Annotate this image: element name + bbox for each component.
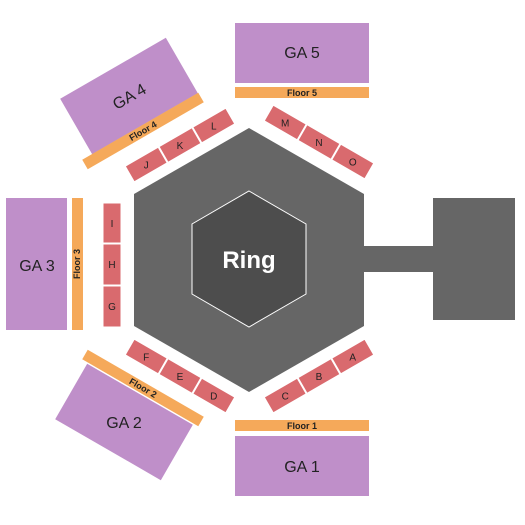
ga-1-block[interactable]: GA 1 bbox=[235, 436, 369, 496]
section-J[interactable]: J bbox=[124, 146, 168, 183]
ga-2-group: GA 2 bbox=[55, 363, 193, 481]
cba-group: C B A bbox=[263, 338, 375, 414]
jkl-group: J K L bbox=[124, 107, 236, 183]
section-F[interactable]: F bbox=[124, 338, 168, 375]
section-M-label: M bbox=[281, 119, 289, 130]
section-L-label: L bbox=[211, 122, 217, 133]
section-C[interactable]: C bbox=[263, 377, 307, 414]
ring-label: Ring bbox=[222, 247, 275, 274]
section-A[interactable]: A bbox=[331, 338, 375, 375]
floor-3-strip[interactable]: Floor 3 bbox=[72, 198, 83, 330]
section-J-label: J bbox=[144, 161, 149, 172]
section-D[interactable]: D bbox=[192, 377, 236, 414]
ga-2-block[interactable]: GA 2 bbox=[55, 363, 193, 481]
section-H[interactable]: H bbox=[102, 243, 122, 286]
mno-group: M N O bbox=[263, 104, 375, 180]
section-N-label: N bbox=[315, 138, 322, 149]
ga-4-block[interactable]: GA 4 bbox=[60, 37, 198, 155]
section-F-label: F bbox=[143, 353, 149, 364]
section-E[interactable]: E bbox=[158, 358, 202, 394]
section-E-label: E bbox=[177, 372, 184, 383]
section-L[interactable]: L bbox=[192, 107, 236, 144]
ring-hexagon[interactable] bbox=[191, 190, 307, 328]
section-O[interactable]: O bbox=[331, 143, 375, 180]
section-K[interactable]: K bbox=[158, 127, 202, 163]
floor-5-label: Floor 5 bbox=[287, 88, 317, 98]
section-A-label: A bbox=[349, 353, 356, 364]
floor-1-label: Floor 1 bbox=[287, 421, 317, 431]
ga-3-block[interactable]: GA 3 bbox=[6, 198, 67, 330]
floor-1-strip[interactable]: Floor 1 bbox=[235, 420, 369, 431]
ga-5-label: GA 5 bbox=[284, 45, 320, 62]
section-C-label: C bbox=[282, 392, 289, 403]
fed-group: F E D bbox=[124, 338, 236, 414]
section-G-label: G bbox=[108, 302, 116, 313]
section-B-label: B bbox=[316, 372, 323, 383]
section-K-label: K bbox=[177, 141, 184, 152]
walkway-connector bbox=[360, 246, 436, 272]
section-O-label: O bbox=[349, 158, 357, 169]
section-H-label: H bbox=[108, 260, 115, 271]
section-G[interactable]: G bbox=[102, 285, 122, 328]
stage-block[interactable] bbox=[433, 198, 515, 320]
ga-3-label: GA 3 bbox=[19, 258, 55, 275]
section-M[interactable]: M bbox=[263, 104, 307, 141]
section-I-label: I bbox=[111, 219, 114, 230]
section-I[interactable]: I bbox=[102, 202, 122, 244]
floor-5-strip[interactable]: Floor 5 bbox=[235, 87, 369, 98]
section-B[interactable]: B bbox=[297, 358, 341, 394]
section-N[interactable]: N bbox=[297, 124, 341, 160]
ga-2-label: GA 2 bbox=[106, 415, 142, 432]
ga-5-block[interactable]: GA 5 bbox=[235, 23, 369, 83]
section-D-label: D bbox=[210, 392, 217, 403]
top-left-group: GA 4 bbox=[60, 37, 198, 155]
ga-1-label: GA 1 bbox=[284, 459, 320, 476]
floor-3-label: Floor 3 bbox=[72, 249, 82, 279]
